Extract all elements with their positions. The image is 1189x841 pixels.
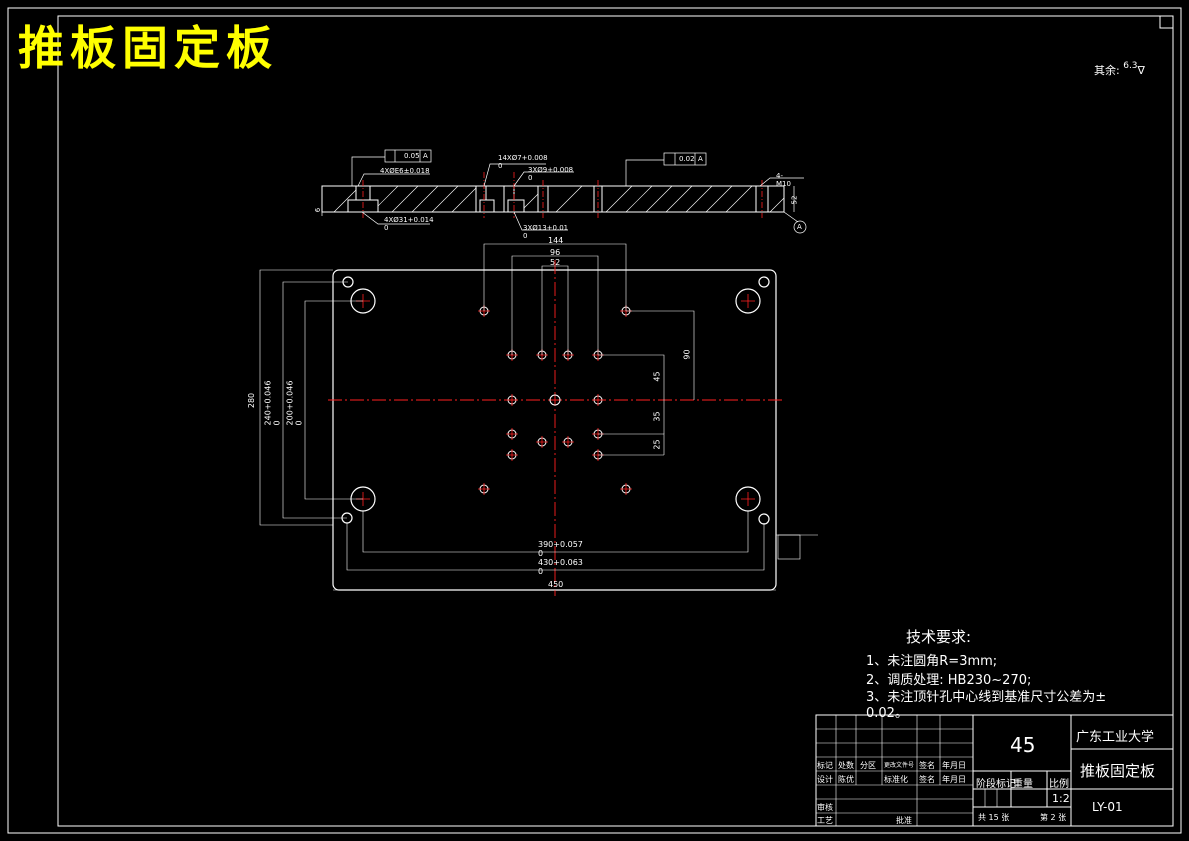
label-zone: 分区 (860, 761, 876, 770)
plan-view (259, 243, 818, 596)
label-mark: 标记 (817, 761, 833, 770)
dim-25: 25 (652, 439, 662, 450)
roughness-check-icon: ∇ (1137, 64, 1145, 77)
dim-200: 200+0.046 0 (285, 380, 304, 426)
label-design: 设计 (817, 775, 833, 784)
hole-14x-label: 14XØ7+0.008 0 (498, 154, 548, 170)
material-label: 45 (1010, 733, 1036, 757)
total-sheets: 共 15 张 (978, 813, 1010, 822)
dim-280: 280 (247, 392, 257, 409)
surface-note: 其余: 6.3∇ (1094, 61, 1145, 78)
tol-frame-2-datum: A (698, 155, 703, 163)
tech-line-2: 2、调质处理: HB230~270; (866, 673, 1032, 688)
label-review: 审核 (817, 803, 833, 812)
label-weight: 重量 (1013, 779, 1033, 790)
scale-value: 1:2 (1052, 792, 1070, 805)
tech-line-3: 3、未注顶针孔中心线到基准尺寸公差为± (866, 690, 1107, 705)
tol-frame-1-datum: A (423, 152, 428, 160)
tech-line-1: 1、未注圆角R=3mm; (866, 654, 998, 669)
part-name: 推板固定板 (1080, 762, 1156, 780)
dim-52: 52 (550, 258, 561, 267)
label-count: 处数 (838, 761, 854, 770)
title-block (815, 714, 1174, 827)
hole-3x9-label: 3XØ9+0.008 0 (528, 166, 574, 182)
thread-4m-label: 4-M10 (776, 172, 791, 188)
inner-border (57, 15, 1174, 827)
depth-right-label: 52 (790, 195, 799, 205)
label-stage-mark: 阶段标记 (976, 779, 1016, 790)
label-approve: 批准 (896, 816, 912, 825)
label-date-2: 年月日 (942, 775, 966, 784)
dim-90: 90 (682, 349, 692, 360)
outer-border (7, 7, 1182, 834)
dim-45: 45 (652, 371, 662, 382)
dim-450: 450 (548, 580, 564, 589)
hole-4x-lower-label: 4XØ31+0.014 0 (384, 216, 434, 232)
tol-frame-2-value: 0.02 (679, 155, 695, 163)
drawing-title: 推板固定板 (18, 21, 278, 75)
label-ratio: 比例 (1049, 779, 1069, 790)
hole-3x13-label: 3XØ13+0.01 0 (523, 224, 569, 240)
label-process: 工艺 (817, 816, 833, 825)
dim-430: 430+0.063 0 (538, 558, 583, 576)
label-sign: 签名 (919, 761, 935, 770)
label-change-doc: 更改文件号 (884, 762, 915, 769)
tol-frame-1-value: 0.05 (404, 152, 420, 160)
school-name: 广东工业大学 (1076, 730, 1155, 745)
dim-35: 35 (652, 411, 662, 422)
tech-title: 技术要求: (906, 628, 972, 646)
dim-144: 144 (548, 236, 564, 245)
drawing-number: LY-01 (1092, 800, 1123, 814)
roughness-icon: 6.3 (1123, 61, 1138, 71)
label-date: 年月日 (942, 761, 966, 770)
dim-390: 390+0.057 0 (538, 540, 583, 558)
hole-4x-label: 4XØE6±0.018 (380, 167, 430, 175)
surface-note-label: 其余: (1094, 64, 1120, 77)
depth-left-label: 6 (314, 207, 323, 213)
datum-a-label: A (797, 223, 802, 231)
sheet-number: 第 2 张 (1040, 813, 1067, 822)
corner-mark (1159, 16, 1173, 29)
dim-240: 240+0.046 0 (263, 380, 282, 426)
dim-96: 96 (550, 248, 561, 257)
label-sign-2: 签名 (919, 775, 935, 784)
designer-name: 陈优 (838, 775, 854, 784)
section-view (321, 149, 807, 234)
tech-line-4: 0.02。 (866, 706, 908, 721)
label-standard: 标准化 (884, 775, 908, 784)
